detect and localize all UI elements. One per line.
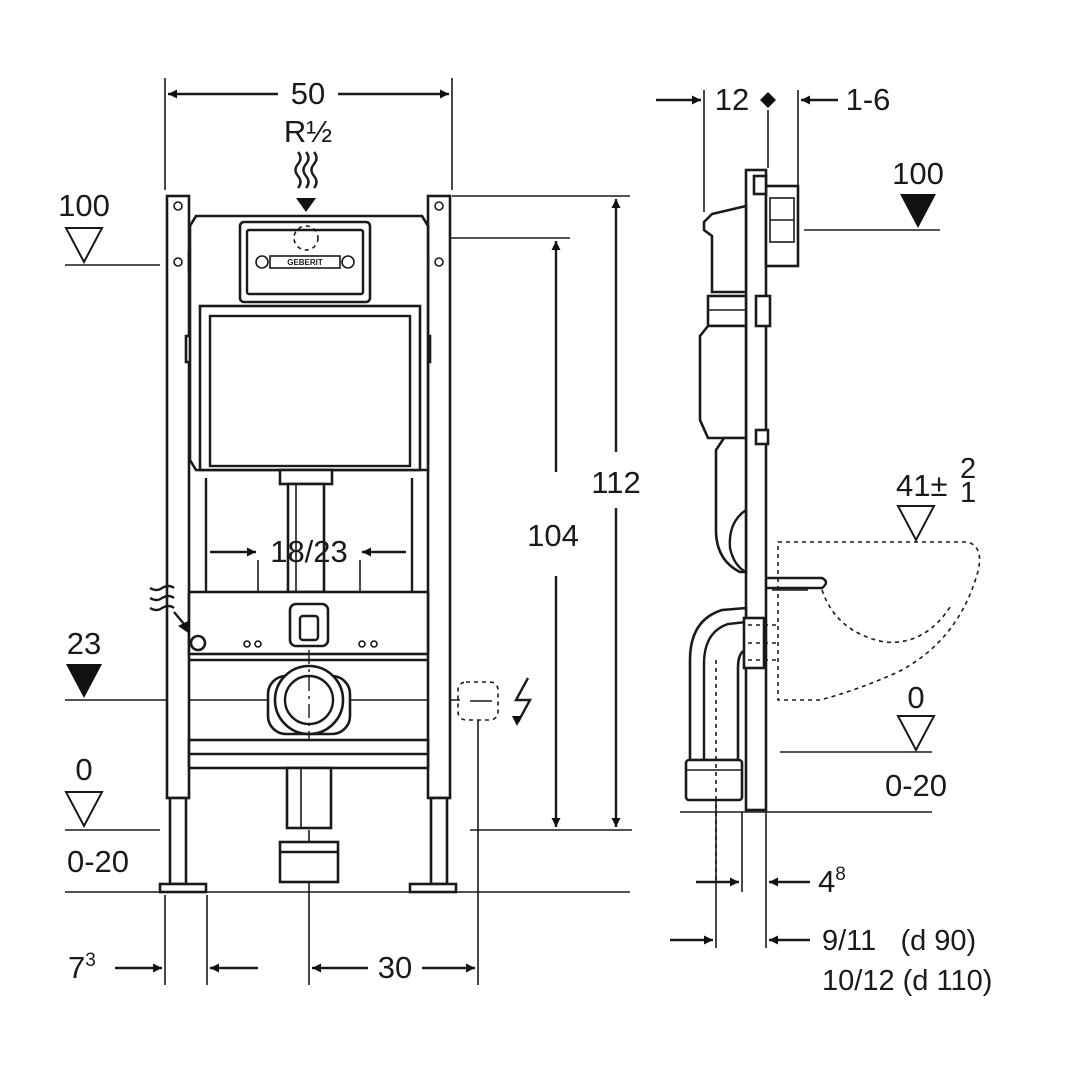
fixing-spacing-label: 18/23 xyxy=(270,534,348,569)
waste-offset-label: 30 xyxy=(378,950,412,985)
floor-level-marker: 0 0-20 xyxy=(64,752,129,879)
seat-height-marker: 41± 2 1 xyxy=(896,453,976,543)
drain-pipe xyxy=(278,766,340,884)
total-height-dimension: 112 xyxy=(591,199,641,827)
electricity-icon xyxy=(512,677,533,726)
pipe-offset-d90-label: 9/11 (d 90) xyxy=(822,925,976,957)
side-inlet-height-label: 100 xyxy=(892,156,944,191)
electrical-socket xyxy=(457,677,533,726)
frame-offset-sup: 8 xyxy=(835,864,846,885)
seat-tol-minus: 1 xyxy=(960,477,976,509)
width-label: 50 xyxy=(291,76,325,111)
fixing-spacing-dimension: 18/23 xyxy=(210,534,406,569)
right-frame-upright xyxy=(408,194,458,894)
frame-offset-label: 48 xyxy=(818,864,846,899)
seat-tol-plus: 2 xyxy=(960,453,976,485)
plate-gap-label: 1-6 xyxy=(846,82,891,117)
inlet-height-marker: 100 xyxy=(58,188,110,265)
waste-outlet xyxy=(266,650,352,760)
front-view: 50 R½ xyxy=(58,76,641,985)
frame-offset-dimension: 48 xyxy=(696,864,846,899)
side-inlet-height-marker: 100 xyxy=(892,156,944,228)
floor-level-label: 0 xyxy=(75,752,92,787)
side-floor-level-marker: 0 0-20 xyxy=(885,680,947,803)
side-view: 12 1-6 100 xyxy=(656,82,992,997)
waste-height-label: 23 xyxy=(67,626,101,661)
waste-bend xyxy=(684,606,778,880)
side-frame xyxy=(744,168,800,812)
foot-offset-dimension: 73 xyxy=(68,950,258,985)
flush-pipe xyxy=(278,468,334,594)
bottom-crossbar xyxy=(187,738,430,770)
waste-offset-dimension: 30 xyxy=(312,950,475,985)
lower-crossbar xyxy=(187,590,430,656)
inlet-height-label: 100 xyxy=(58,188,110,223)
side-floor-range-label: 0-20 xyxy=(885,768,947,803)
width-dimension: 50 xyxy=(168,76,449,111)
side-floor-level-label: 0 xyxy=(907,680,924,715)
foot-offset-sup: 3 xyxy=(85,950,96,971)
seat-height-base: 41 xyxy=(896,468,930,503)
water-inlet-icon xyxy=(149,584,190,634)
floor-range-label: 0-20 xyxy=(67,844,129,879)
flush-plate-height-dimension: 104 xyxy=(527,241,579,827)
brand-label: GEBERIT xyxy=(287,258,323,267)
foot-offset-label: 73 xyxy=(68,950,96,985)
total-height-label: 112 xyxy=(591,465,640,500)
plate-gap-dimension: 1-6 xyxy=(801,82,890,117)
cistern-side xyxy=(698,204,748,574)
inlet-thread-label: R½ xyxy=(284,114,332,149)
cistern-depth-label: 12 xyxy=(715,82,749,117)
cistern-depth-dimension: 12 xyxy=(656,82,776,117)
pipe-offset-dimension: 9/11 (d 90) 10/12 (d 110) xyxy=(670,925,992,997)
pipe-offset-d110-label: 10/12 (d 110) xyxy=(822,965,992,997)
flush-plate-opening: GEBERIT xyxy=(238,220,372,304)
seat-height-label: 41± xyxy=(896,468,948,503)
flush-plate-height-label: 104 xyxy=(527,518,579,553)
cistern: GEBERIT xyxy=(188,214,430,472)
water-inlet-callout: R½ xyxy=(284,114,332,212)
wc-bowl-outline xyxy=(766,541,981,701)
foot-offset-base: 7 xyxy=(68,950,85,985)
waste-height-marker: 23 xyxy=(66,626,102,698)
water-supply-icon xyxy=(294,151,318,212)
seat-height-tol: ± xyxy=(930,468,947,503)
frame-offset-base: 4 xyxy=(818,864,835,899)
